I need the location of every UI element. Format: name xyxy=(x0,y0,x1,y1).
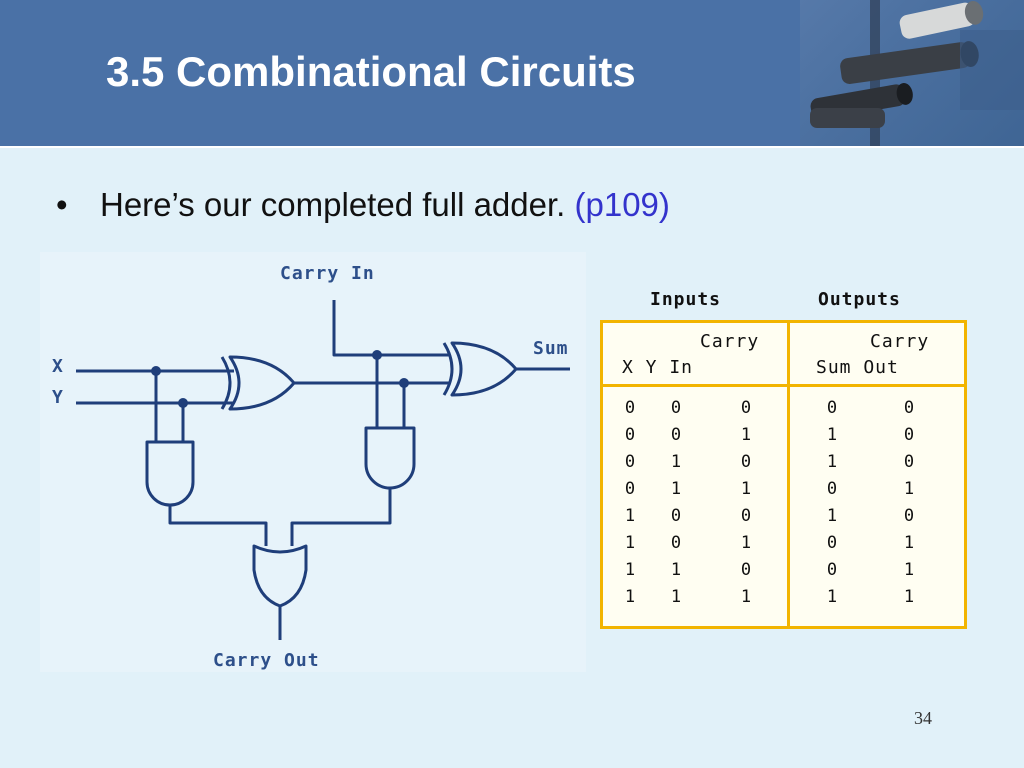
carry-in-cell: 1 xyxy=(740,479,752,499)
carry-out-cell: 1 xyxy=(903,533,915,553)
carry-in-cell: 0 xyxy=(740,452,752,472)
y-label: Y xyxy=(52,387,64,408)
x-cell: 0 xyxy=(624,479,636,499)
xor1-gate xyxy=(228,355,296,411)
bullet-item: • Here’s our completed full adder. (p109) xyxy=(56,186,670,224)
x-cell: 1 xyxy=(624,533,636,553)
circuit-panel xyxy=(40,252,586,672)
carry-out-cell: 0 xyxy=(903,452,915,472)
input-columns-header: X Y In xyxy=(622,357,694,378)
y-cell: 0 xyxy=(670,398,682,418)
carry-in-label: Carry In xyxy=(280,263,375,284)
carry-in-cell: 1 xyxy=(740,425,752,445)
table-vertical-divider xyxy=(787,320,790,629)
carry-in-cell: 1 xyxy=(740,533,752,553)
carry-in-cell: 0 xyxy=(740,560,752,580)
slide-header: 3.5 Combinational Circuits xyxy=(0,0,1024,148)
sum-cell: 0 xyxy=(826,560,838,580)
junction-dot xyxy=(372,350,382,360)
header-decorative-image xyxy=(800,0,1024,146)
y-cell: 1 xyxy=(670,479,682,499)
x-cell: 1 xyxy=(624,506,636,526)
carry-out-cell: 1 xyxy=(903,479,915,499)
xor2-back-curve xyxy=(442,342,454,396)
carry-out-cell: 0 xyxy=(903,506,915,526)
y-cell: 1 xyxy=(670,452,682,472)
x-label: X xyxy=(52,356,64,377)
x-cell: 1 xyxy=(624,560,636,580)
y-cell: 0 xyxy=(670,506,682,526)
junction-dot xyxy=(178,398,188,408)
y-cell: 0 xyxy=(670,425,682,445)
table-header-divider xyxy=(600,384,967,387)
sum-cell: 0 xyxy=(826,533,838,553)
sum-cell: 0 xyxy=(826,398,838,418)
sum-cell: 0 xyxy=(826,479,838,499)
carry-in-wire xyxy=(332,300,450,357)
bullet-text: Here’s our completed full adder. xyxy=(100,186,566,223)
junction-dot xyxy=(151,366,161,376)
and1-gate xyxy=(145,440,195,507)
carry-in-cell: 1 xyxy=(740,587,752,607)
x-cell: 0 xyxy=(624,452,636,472)
inputs-heading: Inputs xyxy=(650,289,722,310)
carry-out-cell: 0 xyxy=(903,425,915,445)
x-cell: 0 xyxy=(624,425,636,445)
sum-cell: 1 xyxy=(826,587,838,607)
page-reference: (p109) xyxy=(574,186,670,223)
xor1-back-curve xyxy=(220,356,232,410)
y-cell: 0 xyxy=(670,533,682,553)
cylinders-illustration xyxy=(810,0,1024,146)
and2-gate xyxy=(364,426,416,490)
sum-cell: 1 xyxy=(826,506,838,526)
carry-in-cell: 0 xyxy=(740,506,752,526)
sum-cell: 1 xyxy=(826,425,838,445)
output-carry-header: Carry xyxy=(870,331,930,352)
page-number: 34 xyxy=(914,708,932,728)
and2-output-wire xyxy=(290,488,392,546)
junction-dot xyxy=(399,378,409,388)
carry-out-cell: 1 xyxy=(903,587,915,607)
and1-output-wire xyxy=(168,505,268,546)
slide-title: 3.5 Combinational Circuits xyxy=(106,48,636,95)
carry-out-label: Carry Out xyxy=(213,650,320,671)
carry-in-cell: 0 xyxy=(740,398,752,418)
sum-cell: 1 xyxy=(826,452,838,472)
output-columns-header: Sum Out xyxy=(816,357,899,378)
y-cell: 1 xyxy=(670,587,682,607)
sum-label: Sum xyxy=(533,338,569,359)
bullet-marker: • xyxy=(56,186,68,223)
carry-out-cell: 1 xyxy=(903,560,915,580)
input-carry-header: Carry xyxy=(700,331,760,352)
xor2-gate xyxy=(450,341,518,397)
x-cell: 0 xyxy=(624,398,636,418)
truth-table xyxy=(600,320,967,629)
full-adder-circuit xyxy=(76,300,570,640)
x-cell: 1 xyxy=(624,587,636,607)
y-cell: 1 xyxy=(670,560,682,580)
outputs-heading: Outputs xyxy=(818,289,901,310)
carry-out-cell: 0 xyxy=(903,398,915,418)
or-gate xyxy=(252,544,308,608)
